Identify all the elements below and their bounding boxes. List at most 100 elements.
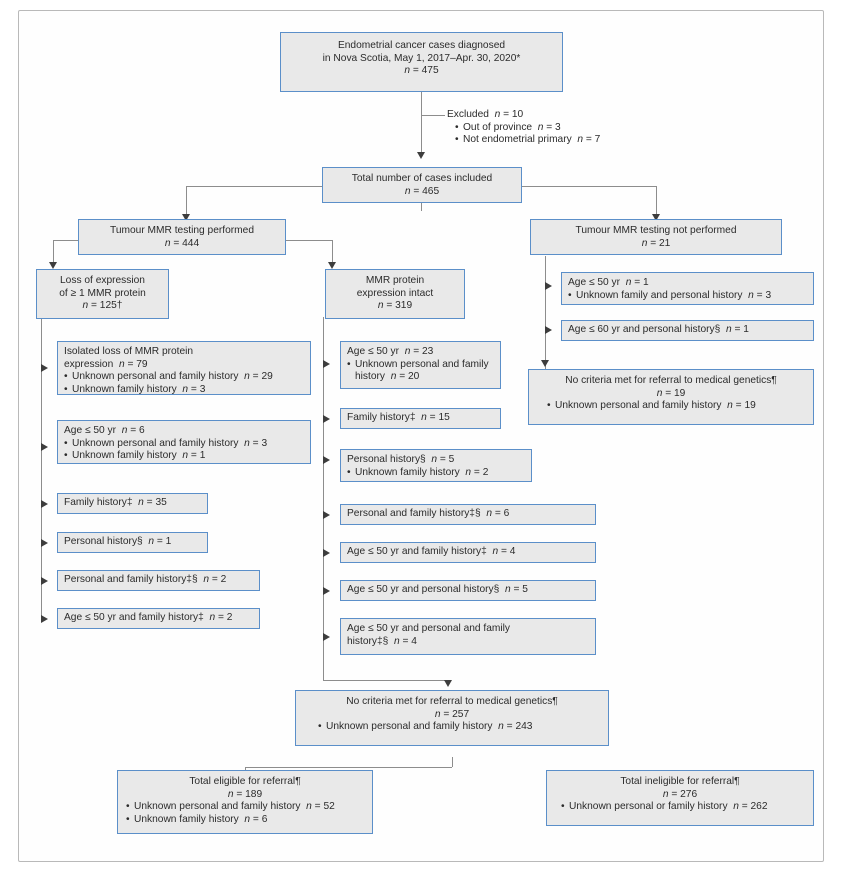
node-total-included: Total number of cases included n = 465 [322, 167, 522, 203]
right-0-bullet-0: Unknown family and personal history n = … [568, 290, 807, 303]
mid-0-title-text: Age ≤ 50 yr [347, 346, 400, 357]
connector-middle-spine [323, 317, 324, 652]
mid-3-title: Personal and family history‡§ n = 6 [347, 508, 510, 519]
excluded-bullets: Out of province n = 3 Not endometrial pr… [455, 122, 600, 147]
connector-perf-right-drop [332, 240, 333, 262]
total-eligible-line1: Total eligible for referral¶ [189, 776, 301, 787]
left-3-title-text: Personal history§ [64, 536, 143, 547]
total-ineligible-bullets: Unknown personal or family history n = 2… [561, 801, 807, 814]
testing-not-performed-line1: Tumour MMR testing not performed [575, 225, 737, 236]
left-0-title1: Isolated loss of MMR protein [64, 346, 194, 357]
middle-box-age-50-and-family-history: Age ≤ 50 yr and family history‡ n = 4 [340, 542, 596, 563]
left-0-bullet-0: Unknown personal and family history n = … [64, 371, 304, 384]
connector-perf-left-drop [53, 240, 54, 262]
left-5-title-text: Age ≤ 50 yr and family history‡ [64, 612, 204, 623]
mid-0-title: Age ≤ 50 yr n = 23 [347, 346, 434, 357]
right-0-bullet-0-text: Unknown family and personal history [576, 289, 743, 301]
mid-6-title2: history‡§ n = 4 [347, 635, 417, 647]
right-box-age-60-and-personal-history: Age ≤ 60 yr and personal history§ n = 1 [561, 320, 814, 341]
excluded-note: Excluded n = 10 Out of province n = 3 No… [447, 109, 600, 147]
total-ineligible-box: Total ineligible for referral¶ n = 276 U… [546, 770, 814, 826]
excluded-bullet-1-text: Not endometrial primary [463, 134, 572, 146]
mid-nocriteria-bullet-0-text: Unknown personal and family history [326, 721, 493, 733]
left-box-personal-history: Personal history§ n = 1 [57, 532, 208, 553]
arrow-to-testing-not-performed [651, 214, 660, 221]
right-1-title: Age ≤ 60 yr and personal history§ n = 1 [568, 324, 749, 335]
mid-0-bullet-0: Unknown personal and family history n = … [347, 359, 494, 384]
arrow-mid-3 [323, 456, 330, 464]
testing-performed-count: n = 444 [164, 237, 200, 249]
right-0-title-text: Age ≤ 50 yr [568, 277, 621, 288]
arrow-mid-7 [323, 633, 330, 641]
arrow-left-6 [41, 615, 48, 623]
node-expression-intact: MMR protein expression intact n = 319 [325, 269, 465, 319]
total-eligible-bullet-1: Unknown family history n = 6 [126, 814, 366, 827]
mid-2-bullet-0: Unknown family history n = 2 [347, 467, 525, 480]
mid-2-title: Personal history§ n = 5 [347, 454, 455, 465]
left-box-personal-and-family-history: Personal and family history‡§ n = 2 [57, 570, 260, 591]
arrow-to-loss-expression [48, 262, 57, 269]
left-box-age-50-and-family-history: Age ≤ 50 yr and family history‡ n = 2 [57, 608, 260, 629]
left-1-bullet-1: Unknown family history n = 1 [64, 450, 304, 463]
connector-perf-right-bus [266, 240, 332, 241]
expression-intact-count: n = 319 [377, 300, 413, 312]
connector-bottom-left-bus [245, 767, 452, 768]
mid-5-title: Age ≤ 50 yr and personal history§ n = 5 [347, 584, 528, 595]
middle-box-age-50: Age ≤ 50 yr n = 23 Unknown personal and … [340, 341, 501, 389]
left-1-title: Age ≤ 50 yr n = 6 [64, 425, 145, 436]
arrow-left-2 [41, 443, 48, 451]
middle-box-no-criteria: No criteria met for referral to medical … [295, 690, 609, 746]
right-box-no-criteria: No criteria met for referral to medical … [528, 369, 814, 425]
left-box-age-50: Age ≤ 50 yr n = 6 Unknown personal and f… [57, 420, 311, 464]
left-5-title: Age ≤ 50 yr and family history‡ n = 2 [64, 612, 233, 623]
top-count: n = 475 [404, 65, 439, 77]
expression-intact-line2: expression intact [356, 287, 434, 299]
left-1-bullet-0-text: Unknown personal and family history [72, 437, 239, 449]
total-eligible-bullet-0-text: Unknown personal and family history [134, 801, 301, 813]
left-box-isolated-loss: Isolated loss of MMR protein expression … [57, 341, 311, 396]
middle-box-family-history: Family history‡ n = 15 [340, 408, 501, 429]
total-eligible-bullets: Unknown personal and family history n = … [126, 801, 366, 826]
left-0-bullets: Unknown personal and family history n = … [64, 371, 304, 396]
testing-not-performed-count: n = 21 [641, 237, 671, 249]
total-ineligible-count: n = 276 [662, 788, 698, 800]
mid-nocriteria-count: n = 257 [434, 708, 470, 720]
node-top-cohort: Endometrial cancer cases diagnosed in No… [280, 32, 563, 92]
middle-box-personal-and-family-history: Personal and family history‡§ n = 6 [340, 504, 596, 525]
top-line2: in Nova Scotia, May 1, 2017–Apr. 30, 202… [322, 52, 521, 64]
middle-box-age-50-and-personal-history: Age ≤ 50 yr and personal history§ n = 5 [340, 580, 596, 601]
excluded-title-row: Excluded n = 10 [447, 109, 524, 120]
mid-nocriteria-bullet-0: Unknown personal and family history n = … [318, 721, 602, 734]
mid-4-title-text: Age ≤ 50 yr and family history‡ [347, 546, 487, 557]
arrow-top-to-total [416, 152, 425, 159]
right-nocriteria-bullet-0: Unknown personal and family history n = … [547, 400, 807, 413]
mid-6-title1: Age ≤ 50 yr and personal and family [347, 623, 511, 634]
left-0-title2: expression n = 79 [64, 358, 148, 370]
mid-2-bullet-0-text: Unknown family history [355, 466, 460, 478]
arrow-to-nocriteria-right [540, 360, 549, 367]
arrow-left-3 [41, 500, 48, 508]
connector-nocriteria-down [452, 757, 453, 767]
connector-total-left-bus [186, 186, 322, 187]
total-ineligible-bullet-0-text: Unknown personal or family history [569, 801, 728, 813]
arrow-mid-4 [323, 511, 330, 519]
connector-middle-nocriteria-bus [323, 680, 448, 681]
left-2-title-text: Family history‡ [64, 497, 133, 508]
arrow-left-4 [41, 539, 48, 547]
left-4-title: Personal and family history‡§ n = 2 [64, 574, 227, 585]
connector-total-right-bus [521, 186, 656, 187]
mid-0-bullets: Unknown personal and family history n = … [347, 359, 494, 384]
left-0-bullet-1-text: Unknown family history [72, 383, 177, 395]
left-0-bullet-1: Unknown family history n = 3 [64, 384, 304, 397]
excluded-bullet-0-text: Out of province [463, 121, 533, 133]
excluded-bullet-1: Not endometrial primary n = 7 [455, 134, 600, 147]
total-included-line1: Total number of cases included [351, 173, 493, 184]
left-2-title: Family history‡ n = 35 [64, 497, 167, 508]
right-1-title-text: Age ≤ 60 yr and personal history§ [568, 324, 721, 335]
connector-perf-left-bus [53, 240, 97, 241]
left-4-title-text: Personal and family history‡§ [64, 574, 198, 585]
arrow-to-expression-intact [327, 262, 336, 269]
arrow-mid-2 [323, 415, 330, 423]
connector-total-left-drop [186, 186, 187, 214]
